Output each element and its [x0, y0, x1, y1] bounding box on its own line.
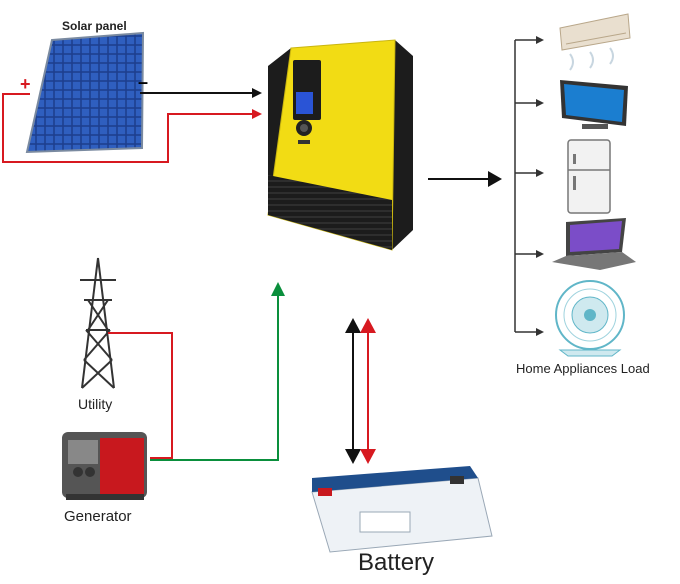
output-arrow: [428, 171, 502, 187]
tv-icon: [560, 80, 628, 129]
generator-label: Generator: [64, 508, 132, 525]
inverter-icon: [267, 39, 413, 251]
ac-input-wires: [108, 332, 173, 459]
solar-negative-wire: [140, 88, 262, 98]
fan-icon: [555, 280, 625, 357]
negative-terminal-label: –: [138, 72, 149, 92]
solar-panel-icon: [25, 31, 145, 154]
solar-positive-wire: [2, 93, 262, 163]
laptop-icon: [552, 218, 636, 270]
air-conditioner-icon: [559, 13, 631, 71]
charge-path-wire: [150, 282, 285, 461]
utility-label: Utility: [78, 396, 113, 412]
load-label: Home Appliances Load: [516, 361, 650, 376]
solar-panel-label: Solar panel: [62, 19, 127, 33]
battery-icon: [311, 466, 493, 553]
battery-arrows: [345, 318, 376, 464]
positive-terminal-label: +: [20, 74, 31, 94]
load-bus: [514, 36, 544, 336]
utility-tower-icon: [80, 257, 116, 389]
battery-label: Battery: [358, 549, 435, 576]
generator-icon: [62, 432, 147, 500]
refrigerator-icon: [567, 139, 611, 214]
